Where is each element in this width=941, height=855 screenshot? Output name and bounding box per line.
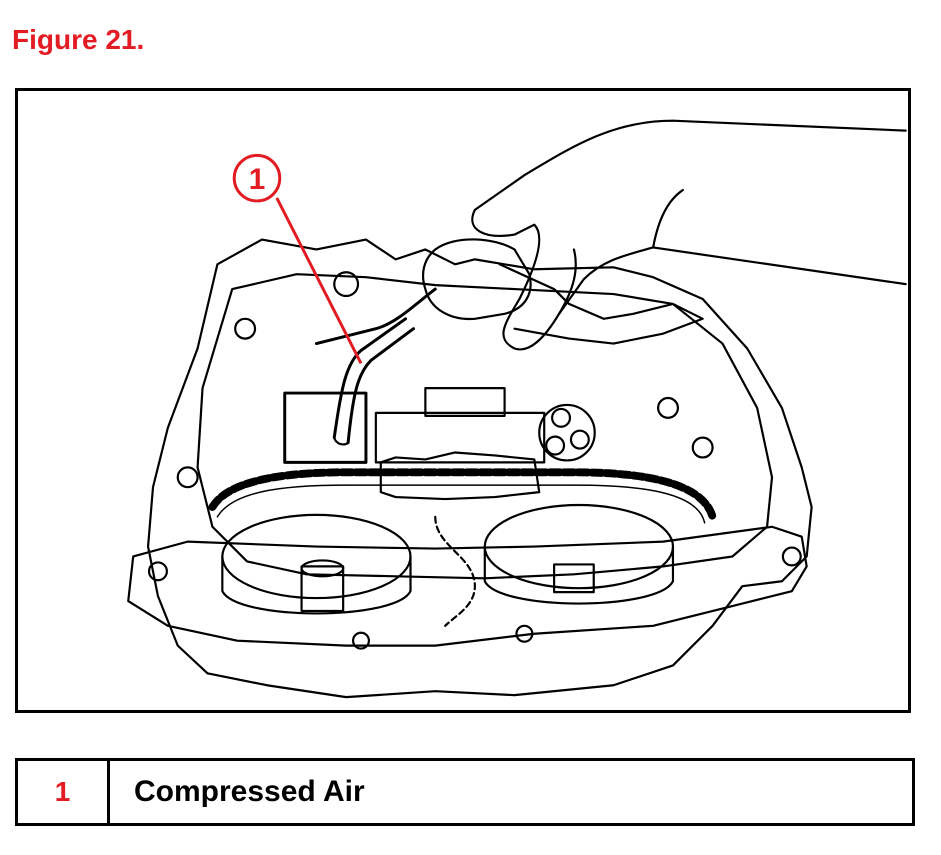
cam-cap-bolt-boss (424, 387, 506, 417)
callout-1: 1 (232, 153, 363, 365)
flange-bolt-hole (351, 631, 371, 650)
figure-title: Figure 21. (12, 24, 145, 55)
right-cam-sprocket-body (483, 545, 675, 605)
flange-bolt-hole (147, 561, 168, 582)
callout-leader-line (275, 197, 363, 365)
hand-finger-line (557, 248, 577, 315)
oil-passage-target (283, 391, 368, 464)
hand-knuckle-line (652, 188, 684, 249)
cam-bearing-cap (374, 411, 546, 464)
engine-casing-outline (146, 238, 813, 699)
air-nozzle (332, 317, 408, 440)
casing-bolt (333, 271, 360, 298)
flange-bolt-hole (515, 624, 534, 643)
oil-port-hole (545, 435, 566, 456)
technician-hand (471, 119, 907, 351)
left-cam-sprocket (221, 513, 412, 600)
gasket-flange (127, 525, 808, 647)
oil-port-hole (569, 429, 590, 450)
right-cam-bolt (553, 563, 595, 594)
air-hose (314, 287, 437, 346)
air-nozzle-inner (346, 327, 415, 445)
left-cam-sprocket-body (221, 555, 412, 615)
flange-bolt-hole (781, 546, 802, 567)
casing-bolt (691, 436, 714, 459)
casing-bolt (176, 466, 199, 489)
casing-bolt (234, 317, 257, 340)
callout-circle (232, 153, 282, 203)
oil-port-hole (551, 407, 572, 428)
legend-row: 1 Compressed Air (15, 758, 915, 826)
casing-bolt (657, 396, 680, 419)
oil-control-port (538, 403, 596, 462)
left-cam-bolt-head (300, 559, 345, 578)
idler-gear (434, 515, 476, 627)
engine-timing-illustration: 1 (127, 119, 907, 699)
legend-table: 1 Compressed Air (15, 758, 915, 826)
timing-chain-inner (216, 484, 706, 524)
legend-label: Compressed Air (107, 758, 915, 826)
air-gun-body (422, 238, 532, 321)
figure-illustration-frame: 1 (15, 88, 911, 713)
timing-chain (208, 468, 717, 521)
callout-number: 1 (249, 163, 266, 196)
air-nozzle-tip (333, 436, 350, 446)
legend-number: 1 (15, 758, 110, 826)
air-gun-trigger (498, 263, 704, 345)
left-cam-bolt (300, 565, 345, 613)
